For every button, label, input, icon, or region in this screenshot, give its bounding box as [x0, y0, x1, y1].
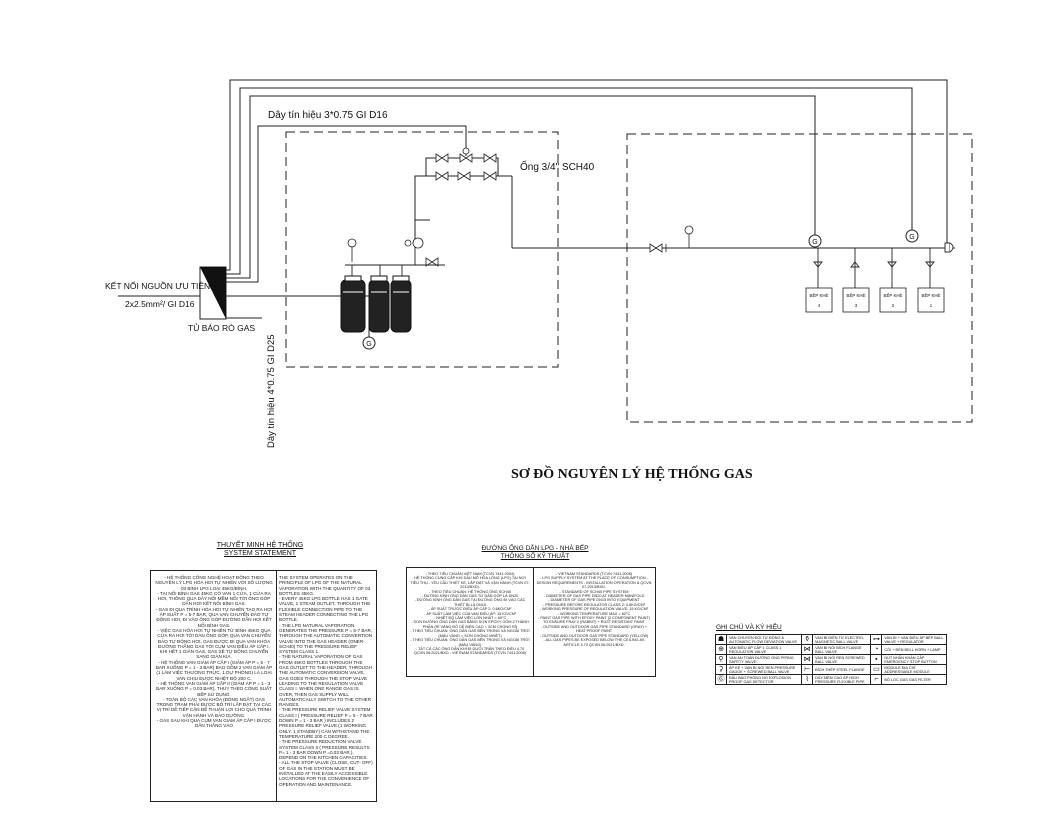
- legend-symbol-icon: ⊢: [801, 664, 814, 675]
- statement-title-vn: THUYẾT MINH HỆ THỐNG: [216, 542, 304, 549]
- gas-alarm-panel: [199, 266, 227, 320]
- legend-symbol-icon: ⌐: [870, 674, 883, 685]
- legend-symbol-icon: ◔: [870, 644, 883, 655]
- statement-title-en: SYSTEM STATEMENT: [223, 550, 297, 557]
- legend-text: VAN AN TOÀN ĐƯỜNG ỐNG PIPING SAFETY VALV…: [725, 654, 803, 665]
- legend-symbol-icon: ⋈: [801, 654, 814, 665]
- legend-table: ☗VAN CHUYỂN ĐỔI TỰ ĐỘNG & AUTOMATIC FLOW…: [715, 634, 947, 685]
- power-cable-label: 2x2.5mm²/ GI D16: [125, 299, 195, 309]
- detector-g-1: G: [366, 341, 371, 348]
- specs-title-en: THÔNG SỐ KỸ THUẬT: [500, 553, 570, 560]
- diagram-title: SƠ ĐỒ NGUYÊN LÝ HỆ THỐNG GAS: [511, 464, 753, 482]
- stove-num-3: 3: [855, 303, 858, 308]
- statement-col-en: THE SYSTEM OPERATES ON THE PRINCIPLE OF …: [279, 575, 373, 787]
- regulator-manifold: [414, 157, 955, 249]
- legend-symbol-icon: ▭: [870, 664, 883, 675]
- legend-symbol-icon: ⋈: [801, 644, 814, 655]
- legend-text: NÚT NHẤN KHẨN CẤP EMERGENCY STOP BUTTON: [881, 654, 947, 665]
- legend-symbol-icon: ⚲: [715, 654, 727, 665]
- legend-symbol-icon: ⚳: [715, 664, 727, 675]
- legend-text: VAN BI + VAN ĐIỀU ÁP BẾP BALL VALVE + RE…: [881, 634, 947, 645]
- legend-symbol-icon: ▪: [870, 654, 883, 665]
- power-label: KẾT NỐI NGUỒN ƯU TIÊN: [105, 280, 210, 291]
- legend-text: DÂY MỀM CAO ÁP HIGH PRESSURE FLEXIBLE PI…: [812, 674, 872, 685]
- specs-col-vn: - THEO TIÊU CHUẨN VIỆT NAM (TCVN 7441:20…: [410, 572, 530, 656]
- stove-num-1: 1: [930, 303, 933, 308]
- legend-row: ⚲VAN AN TOÀN ĐƯỜNG ỐNG PIPING SAFETY VAL…: [715, 654, 947, 665]
- legend-row: ☗VAN CHUYỂN ĐỔI TỰ ĐỘNG & AUTOMATIC FLOW…: [715, 634, 947, 645]
- stove-drops: [813, 248, 935, 290]
- stove-label-3: BẾP KHÈ: [847, 293, 866, 298]
- pressure-gauges: [347, 225, 694, 267]
- legend-text: ÁP KẾ + VAN BI NỐI REN PRESSURE GAUGE + …: [725, 664, 803, 675]
- panel-label: TỦ BÁO RÒ GAS: [188, 322, 255, 333]
- signal-cable-top-label: Dây tín hiệu 3*0.75 GI D16: [268, 110, 388, 121]
- detector-g-3: G: [909, 234, 914, 241]
- legend-symbol-icon: ⌇: [801, 674, 814, 685]
- legend-text: VAN ĐIỀU ÁP CẤP 1 CLASS 1 REGULATION VAL…: [725, 644, 803, 655]
- kitchen-zone: [626, 133, 973, 423]
- specs-col-en: - VIETNAM STANDARDS (TCVN 7441:2008) - L…: [536, 572, 652, 647]
- legend-text: ĐẦU BÁO PHÒNG NỔ EXPLOSION PROOF GAS DET…: [725, 674, 803, 685]
- legend-text: CÒI + ĐÈN BELL HORN + LAMP: [881, 644, 947, 655]
- statement-col-vn: - HỆ THỐNG CÔNG NGHỆ HOẠT ĐỘNG THEO NGUY…: [155, 575, 273, 729]
- detector-g-2: G: [812, 239, 817, 246]
- stove-num-2: 2: [892, 303, 895, 308]
- legend-symbol-icon: ⊶: [870, 634, 883, 645]
- legend-text: VAN CHUYỂN ĐỔI TỰ ĐỘNG & AUTOMATIC FLOW …: [725, 634, 803, 645]
- legend-text: VAN BI NỐI REN SCREWED BALL VALVE: [812, 654, 872, 665]
- legend-symbol-icon: Ⓖ: [715, 674, 727, 685]
- specs-title-vn: ĐƯỜNG ỐNG DẪN LPG - NHÀ BẾP: [481, 545, 589, 552]
- legend-text: VAN BI NỐI BÍCH FLANGE BALL VALVE: [812, 644, 872, 655]
- lpg-bottles: [340, 275, 412, 333]
- manifold-valves: [435, 147, 667, 253]
- statement-box: - HỆ THỐNG CÔNG NGHỆ HOẠT ĐỘNG THEO NGUY…: [150, 570, 377, 802]
- legend-symbol-icon: ⊕: [715, 644, 727, 655]
- stove-num-4: 4: [818, 303, 821, 308]
- alarm-horn-icon: [944, 242, 954, 253]
- signal-cable-side-label: Dây tín hiệu 4*0.75 GI D25: [266, 334, 277, 448]
- legend-title: GHI CHÚ VÀ KÝ HIỆU: [716, 624, 782, 631]
- legend-row: ⚳ÁP KẾ + VAN BI NỐI REN PRESSURE GAUGE +…: [715, 664, 947, 675]
- legend-text: VAN BÍ ĐIỆN TỪ ELECTRO-MAGNETIC BALL VAL…: [812, 634, 872, 645]
- pipe-label: Ống 3/4" SCH40: [520, 159, 595, 173]
- stove-label-1: BẾP KHÈ: [922, 293, 941, 298]
- legend-text: BỘ LỌC GAS GAS FILTER: [881, 674, 947, 685]
- legend-text: BÍCH THÉP STEEL FLANGE: [812, 664, 872, 675]
- stove-label-2: BẾP KHÈ: [884, 293, 903, 298]
- gas-detectors: [362, 229, 919, 350]
- legend-text: MODULE ĐỊA CHỈ ADDRESSABLE MODULE: [881, 664, 947, 675]
- legend-symbol-icon: ⚱: [801, 634, 814, 645]
- legend-symbol-icon: ☗: [715, 634, 727, 645]
- stove-label-4: BẾP KHÈ: [810, 293, 829, 298]
- legend-row: ⊕VAN ĐIỀU ÁP CẤP 1 CLASS 1 REGULATION VA…: [715, 644, 947, 655]
- lpg-storage-zone: [285, 131, 559, 368]
- specs-box: - THEO TIÊU CHUẨN VIỆT NAM (TCVN 7441:20…: [406, 567, 656, 677]
- stoves: [805, 287, 945, 313]
